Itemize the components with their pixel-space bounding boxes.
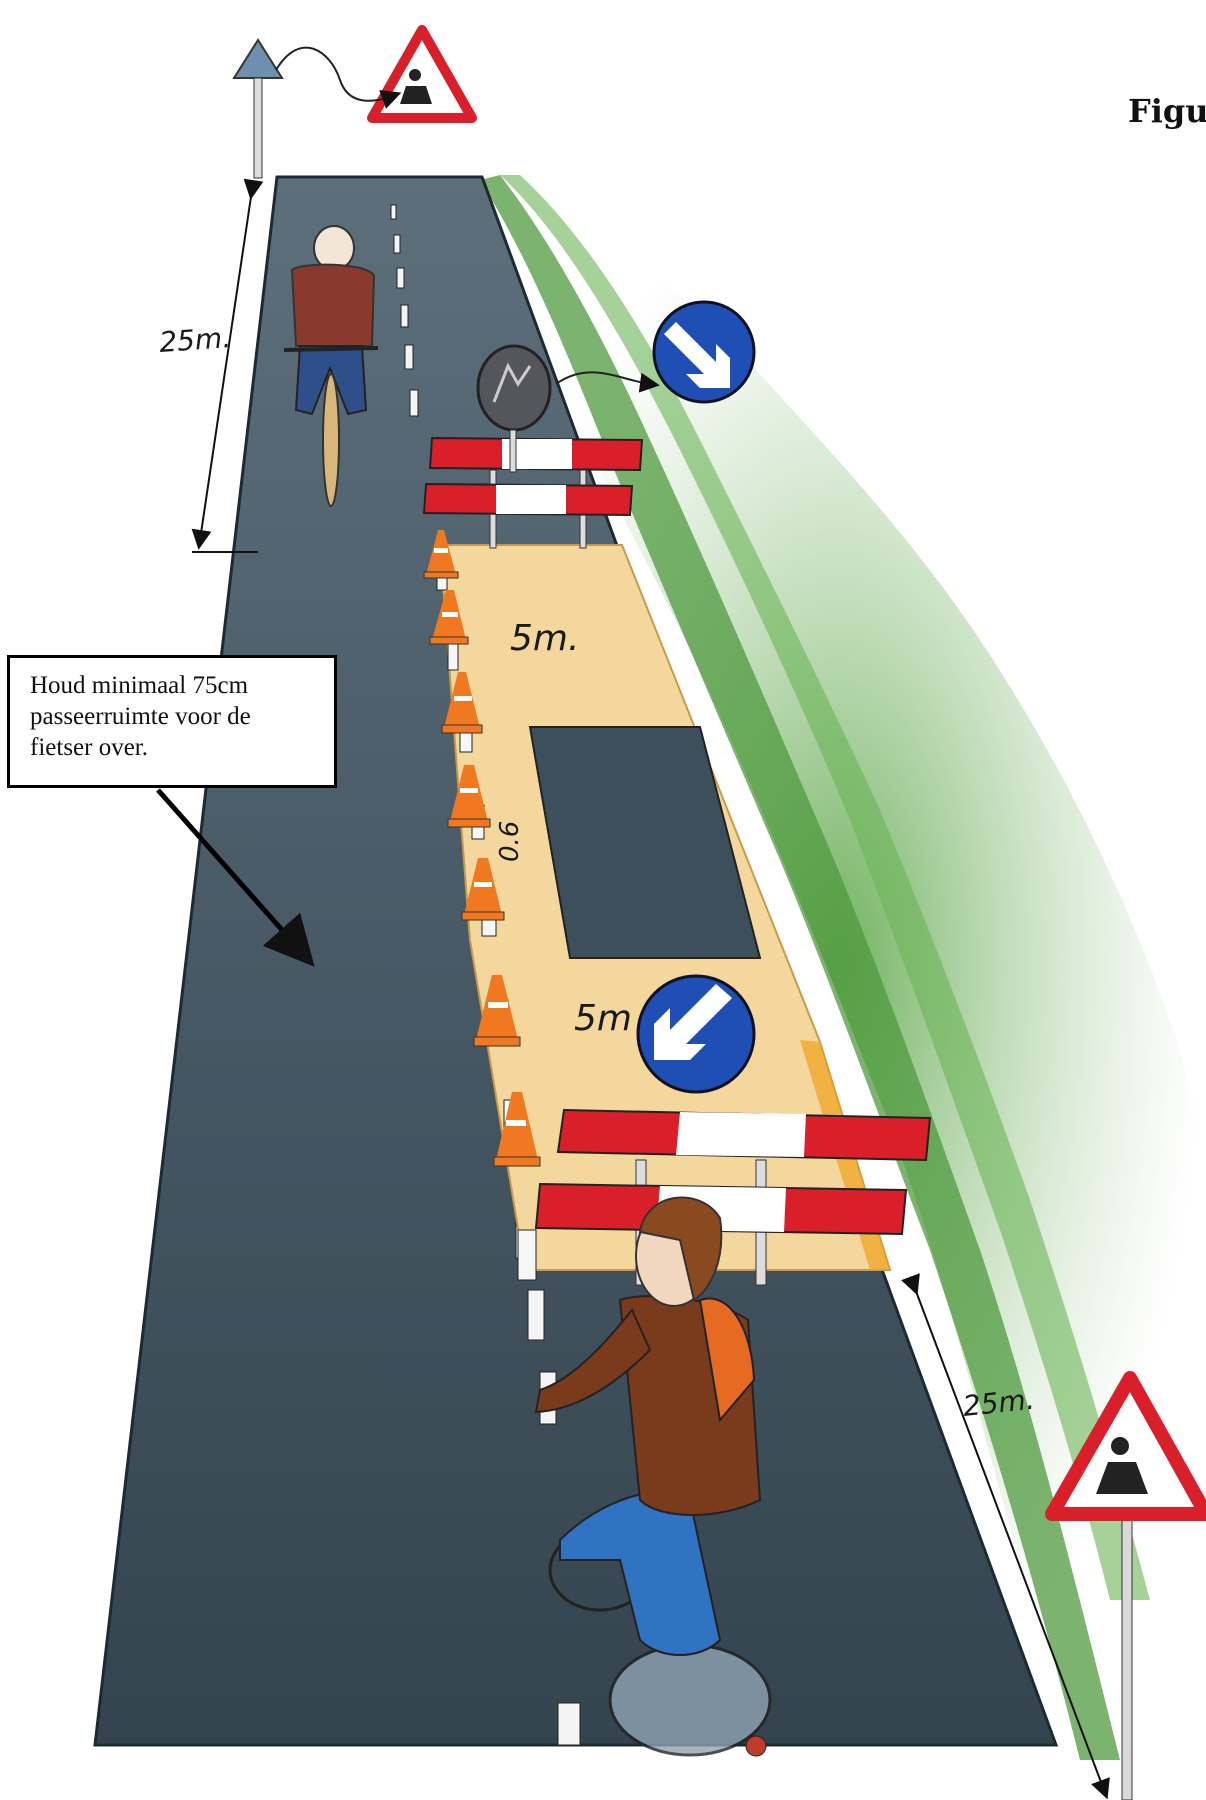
- keep-left-icon: [638, 976, 754, 1092]
- figure-heading: Figu: [1128, 92, 1206, 130]
- zone-length-label-bottom: 5m: [574, 998, 632, 1039]
- keep-right-icon: [654, 302, 754, 402]
- callout-note: Houd minimaal 75cm passeerruimte voor de…: [7, 655, 337, 788]
- distance-label-top: 25m.: [158, 321, 232, 359]
- zone-length-label-top: 5m.: [510, 618, 579, 659]
- middle-marker-label: 0.6: [495, 821, 525, 862]
- bollard-top: [234, 40, 392, 178]
- roadworks-warning-icon: [372, 30, 472, 118]
